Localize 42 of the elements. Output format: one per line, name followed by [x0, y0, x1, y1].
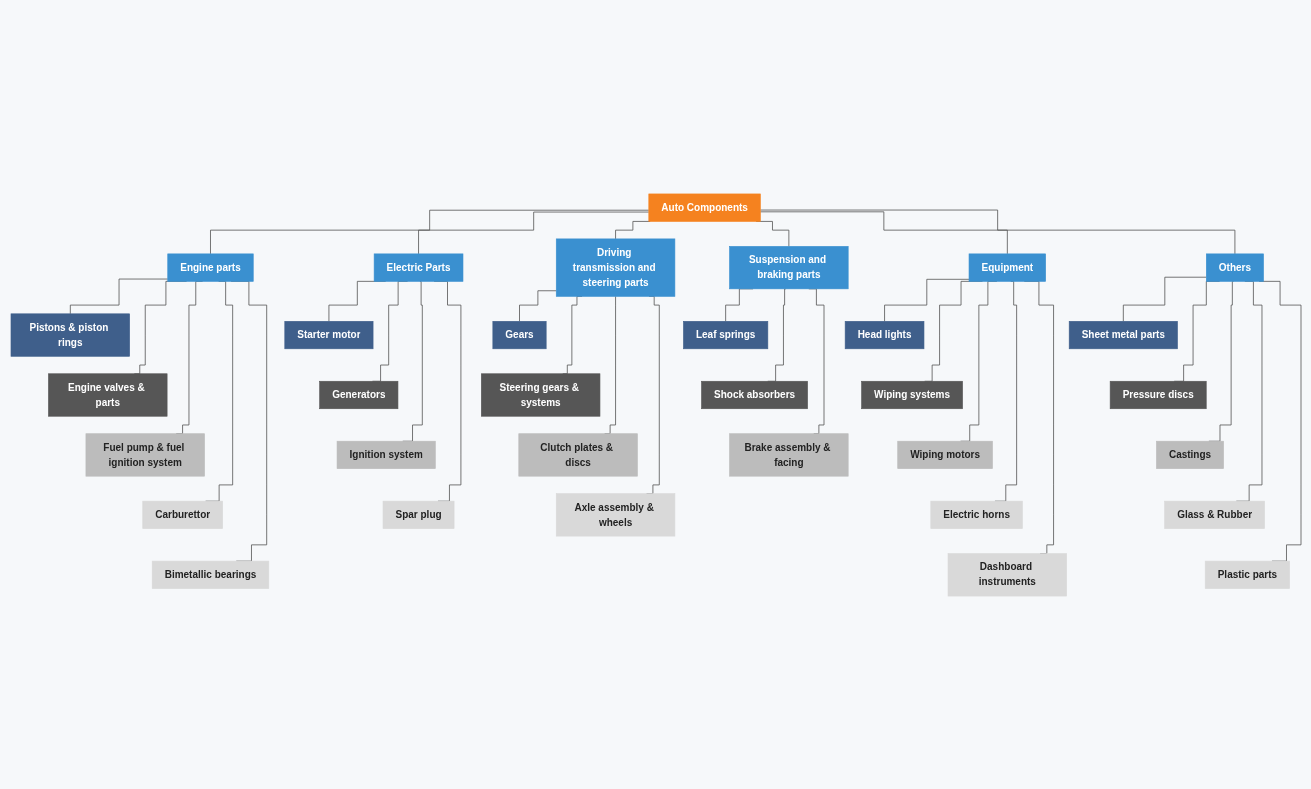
node-box: Gears — [492, 320, 546, 349]
node-box: Plastic parts — [1204, 560, 1290, 589]
connector — [209, 209, 649, 254]
connector — [759, 209, 1235, 254]
node-box: Castings — [1155, 440, 1224, 469]
connector — [1122, 276, 1207, 322]
node-box: Bimetallic bearings — [151, 560, 269, 589]
node-box: Head lights — [844, 320, 924, 349]
node-box: Auto Components — [648, 193, 761, 222]
node-box: Ignition system — [336, 440, 436, 469]
node-box: Carburettor — [141, 500, 223, 529]
node-box: Glass & Rubber — [1163, 500, 1265, 529]
node-box: Brake assembly & facing — [728, 432, 848, 476]
node-box: Clutch plates & discs — [518, 432, 638, 476]
node-box: Pressure discs — [1109, 380, 1207, 409]
node-box: Electric Parts — [373, 253, 463, 282]
node-box: Shock absorbers — [700, 380, 808, 409]
node-box: Generators — [318, 380, 398, 409]
node-box: Engine parts — [166, 253, 254, 282]
node-box: Suspension and braking parts — [728, 245, 848, 289]
node-box: Electric horns — [930, 500, 1023, 529]
node-box: Equipment — [968, 253, 1046, 282]
node-box: Wiping systems — [860, 380, 963, 409]
node-box: Wiping motors — [896, 440, 993, 469]
connector — [417, 211, 649, 254]
node-box: Starter motor — [284, 320, 373, 349]
node-box: Fuel pump & fuel ignition system — [85, 432, 205, 476]
connector — [518, 289, 557, 322]
node-box: Pistons & piston rings — [10, 313, 130, 357]
node-box: Engine valves & parts — [47, 372, 167, 417]
connector — [759, 210, 1008, 254]
node-box: Spar plug — [382, 500, 454, 529]
connector — [883, 278, 969, 322]
connector — [69, 278, 168, 314]
node-box: Steering gears & systems — [480, 372, 600, 417]
node-box: Axle assembly & wheels — [555, 492, 675, 536]
connector — [614, 220, 651, 239]
node-box: Driving transmission and steering parts — [555, 238, 675, 297]
node-box: Others — [1205, 253, 1264, 282]
node-box: Leaf springs — [682, 320, 768, 349]
node-box: Dashboard instruments — [947, 552, 1067, 596]
node-box: Sheet metal parts — [1068, 320, 1178, 349]
